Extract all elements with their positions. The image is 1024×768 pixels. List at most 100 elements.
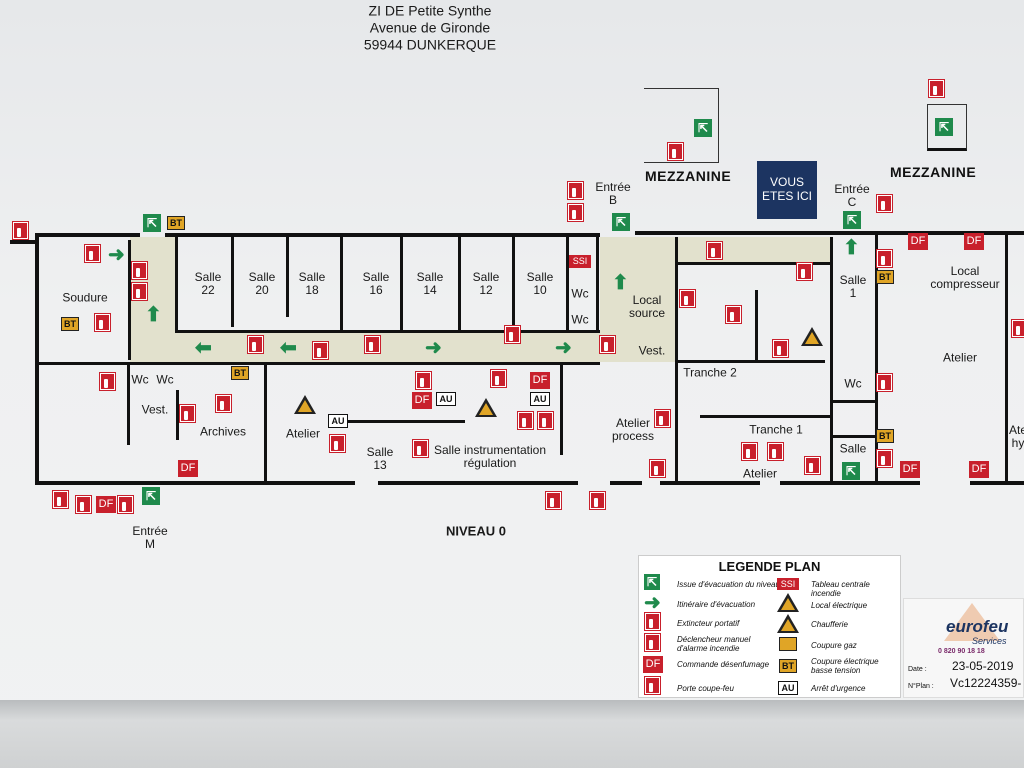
mezzanine-label-right: MEZZANINE: [890, 164, 977, 180]
fire-extinguisher-icon: [679, 289, 696, 308]
fire-extinguisher-icon: [517, 411, 534, 430]
fire-extinguisher-icon: [52, 490, 69, 509]
fire-extinguisher-icon: [649, 459, 666, 478]
room-label: Atelier: [285, 426, 321, 441]
room-label: Salle 16: [362, 270, 390, 297]
smoke-control-icon: DF: [964, 233, 984, 250]
low-voltage-cutoff-icon: BT: [61, 317, 79, 331]
address-line-1: ZI DE Petite Synthe: [368, 2, 492, 19]
legend-label: Déclencheur manuel d'alarme incendie: [677, 635, 751, 653]
level-label: NIVEAU 0: [446, 523, 506, 539]
room-label: Salle 14: [416, 270, 444, 297]
mezzanine-left-outline: [644, 88, 719, 163]
room-label: Salle 1: [839, 273, 867, 300]
legend-label: Local électrique: [811, 601, 868, 610]
plan-number-label: N°Plan :: [908, 683, 934, 690]
low-voltage-cutoff-icon: BT: [779, 659, 797, 673]
evacuation-arrow-icon: ⬅: [280, 337, 297, 359]
entrance-c-label: Entrée C: [834, 182, 870, 209]
company-logo-triangle: [944, 603, 1000, 641]
company-sub: Services: [972, 636, 1007, 646]
fire-extinguisher-icon: [131, 261, 148, 280]
fire-extinguisher-icon: [312, 341, 329, 360]
fire-extinguisher-icon: [741, 442, 758, 461]
fire-extinguisher-icon: [12, 221, 29, 240]
evacuation-arrow-icon: ⬆: [843, 237, 860, 259]
address-line-2: Avenue de Gironde: [369, 19, 491, 36]
room-label: Vest.: [638, 343, 666, 358]
room-label: Wc: [844, 376, 862, 391]
fire-extinguisher-icon: [876, 373, 893, 392]
fire-extinguisher-icon: [928, 79, 945, 98]
room-label: Archives: [199, 424, 247, 439]
room-label: Salle 12: [472, 270, 500, 297]
legend-label: Tableau centrale incendie: [811, 580, 870, 598]
evacuation-arrow-icon: ⬅: [195, 337, 212, 359]
room-label: Atelier: [742, 466, 778, 481]
low-voltage-cutoff-icon: BT: [876, 429, 894, 443]
room-label: Salle 22: [194, 270, 222, 297]
electrical-room-icon: [475, 398, 497, 417]
manual-call-point-icon: [131, 282, 148, 301]
emergency-exit-icon: ⇱: [612, 213, 630, 231]
emergency-stop-icon: AU: [530, 392, 550, 406]
fire-door-icon: [767, 442, 784, 461]
company-name: eurofeu: [946, 617, 1009, 636]
legend-label: Commande désenfumage: [677, 660, 770, 669]
room-label: Soudure: [62, 290, 108, 305]
low-voltage-cutoff-icon: BT: [876, 270, 894, 284]
low-voltage-cutoff-icon: BT: [167, 216, 185, 230]
fire-extinguisher-icon: [99, 372, 116, 391]
manual-call-point-icon: [567, 203, 584, 222]
evacuation-arrow-icon: ➜: [108, 244, 125, 266]
mezzanine-right-outline: [927, 104, 967, 151]
fire-extinguisher-icon: [490, 369, 507, 388]
fire-extinguisher-icon: [599, 335, 616, 354]
legend-label: Coupure électrique basse tension: [811, 657, 879, 675]
legend-label: Issue d'évacuation du niveau: [677, 580, 780, 589]
evacuation-arrow-icon: ➜: [555, 337, 572, 359]
room-label: Local compresseur: [930, 264, 1000, 291]
emergency-exit-icon: ⇱: [843, 211, 861, 229]
plan-number-value: Vc12224359-: [950, 676, 1022, 690]
fire-extinguisher-icon: [1011, 319, 1024, 338]
corridor: [675, 237, 830, 262]
emergency-exit-icon: ⇱: [935, 118, 953, 136]
company-block: eurofeu Services 0 820 90 18 18 Date : 2…: [903, 598, 1024, 698]
room-label: Ate hy: [1008, 423, 1024, 450]
manual-call-point-icon: [117, 495, 134, 514]
manual-call-point-icon: [537, 411, 554, 430]
fire-extinguisher-icon: [706, 241, 723, 260]
emergency-stop-icon: AU: [328, 414, 348, 428]
fire-extinguisher-icon: [504, 325, 521, 344]
fire-extinguisher-icon: [412, 439, 429, 458]
fire-panel-icon: SSI: [777, 578, 799, 590]
fire-extinguisher-icon: [215, 394, 232, 413]
electrical-room-icon: [801, 327, 823, 346]
legend: LEGENDE PLAN ⇱ Issue d'évacuation du niv…: [638, 555, 901, 698]
fire-extinguisher-icon: [247, 335, 264, 354]
legend-label: Porte coupe-feu: [677, 684, 734, 693]
emergency-stop-icon: AU: [436, 392, 456, 406]
fire-extinguisher-icon: [75, 495, 92, 514]
date-value: 23-05-2019: [952, 659, 1014, 673]
fire-extinguisher-icon: [545, 491, 562, 510]
legend-label: Chaufferie: [811, 620, 848, 629]
emergency-exit-icon: ⇱: [694, 119, 712, 137]
date-label: Date :: [908, 666, 927, 673]
fire-extinguisher-icon: [667, 142, 684, 161]
electrical-room-icon: [294, 395, 316, 414]
company-phone: 0 820 90 18 18: [938, 648, 985, 655]
manual-call-point-icon: [804, 456, 821, 475]
fire-panel-icon: SSI: [569, 255, 591, 268]
fire-extinguisher-icon: [179, 404, 196, 423]
smoke-control-icon: DF: [643, 656, 663, 673]
legend-label: Itinéraire d'évacuation: [677, 600, 756, 609]
legend-label: Extincteur portatif: [677, 619, 740, 628]
fire-extinguisher-icon: [876, 449, 893, 468]
manual-call-point-icon: [876, 194, 893, 213]
emergency-stop-icon: AU: [778, 681, 798, 695]
electrical-room-icon: [777, 593, 799, 612]
fire-extinguisher-icon: [329, 434, 346, 453]
legend-label: Arrêt d'urgence: [811, 684, 866, 693]
